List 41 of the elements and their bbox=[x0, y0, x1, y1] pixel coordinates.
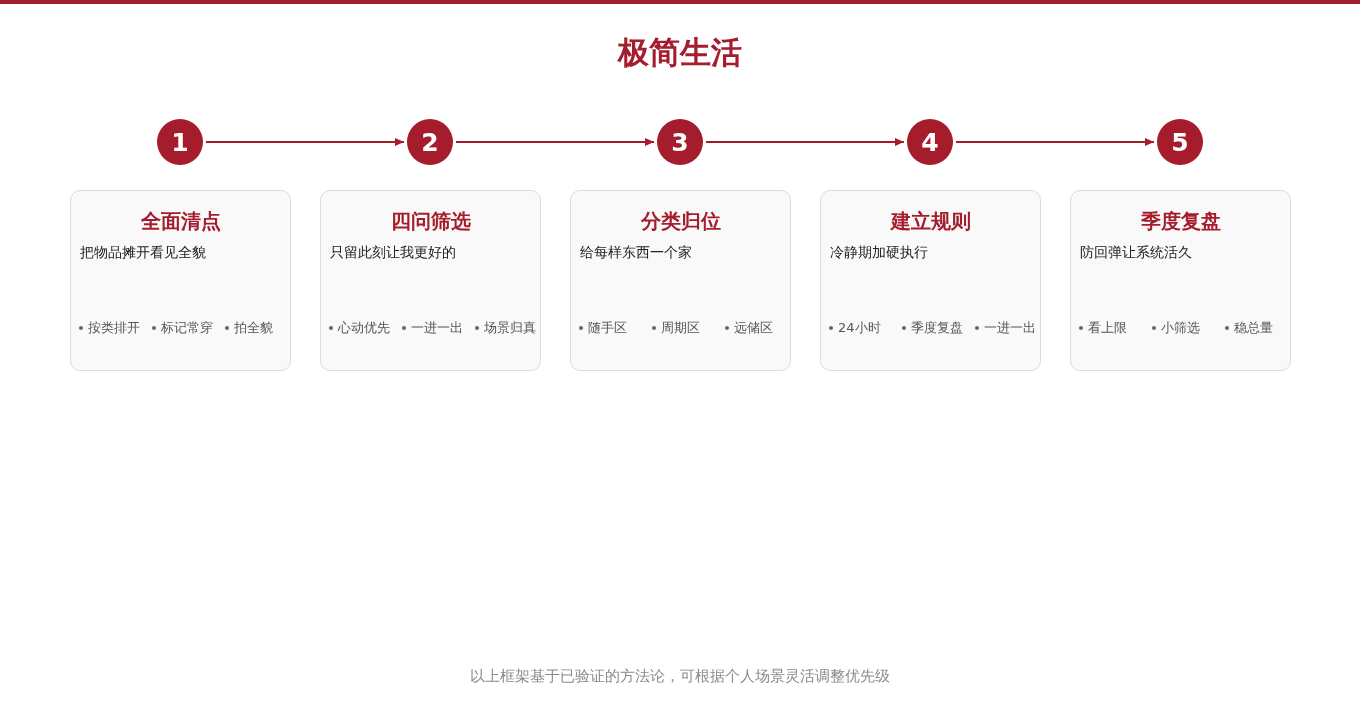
list-item-text: 标记常穿 bbox=[161, 319, 213, 337]
arrow bbox=[705, 138, 905, 146]
step-number-circle: 3 bbox=[657, 119, 703, 165]
list-item-text: 稳总量 bbox=[1234, 319, 1273, 337]
card-subtitle: 给每样东西一个家 bbox=[580, 243, 692, 262]
caption: 以上框架基于已验证的方法论，可根据个人场景灵活调整优先级 bbox=[470, 666, 890, 687]
step-card bbox=[1070, 190, 1291, 371]
arrow bbox=[955, 138, 1155, 146]
card-subtitle: 冷静期加硬执行 bbox=[830, 243, 928, 262]
card-heading: 建立规则 bbox=[890, 208, 971, 235]
card-heading: 分类归位 bbox=[640, 208, 721, 235]
step-card bbox=[820, 190, 1041, 371]
list-item-text: 远储区 bbox=[734, 319, 773, 337]
diagram-title: 极简生活 bbox=[618, 33, 742, 72]
list-item-text: 看上限 bbox=[1088, 319, 1127, 337]
list-item-text: 拍全貌 bbox=[234, 319, 273, 337]
list-item-text: 心动优先 bbox=[338, 319, 390, 337]
card-subtitle: 防回弹让系统活久 bbox=[1080, 243, 1192, 262]
step-number-circle: 5 bbox=[1157, 119, 1203, 165]
card-heading: 全面清点 bbox=[140, 208, 221, 235]
arrow bbox=[205, 138, 405, 146]
card-subtitle: 把物品摊开看见全貌 bbox=[80, 243, 206, 262]
list-item-text: 一进一出 bbox=[411, 319, 463, 337]
step-number-circle: 2 bbox=[407, 119, 453, 165]
card-heading: 季度复盘 bbox=[1140, 208, 1221, 235]
list-item-text: 一进一出 bbox=[984, 319, 1036, 337]
list-item-text: 24小时 bbox=[838, 319, 881, 337]
step-number-circle: 1 bbox=[157, 119, 203, 165]
list-item-text: 小筛选 bbox=[1161, 319, 1200, 337]
card-heading: 四问筛选 bbox=[390, 208, 471, 235]
step-number-circle: 4 bbox=[907, 119, 953, 165]
list-item-text: 场景归真 bbox=[484, 319, 536, 337]
list-item-text: 随手区 bbox=[588, 319, 627, 337]
card-subtitle: 只留此刻让我更好的 bbox=[330, 243, 456, 262]
step-card bbox=[570, 190, 791, 371]
step-card bbox=[320, 190, 541, 371]
list-item-text: 季度复盘 bbox=[911, 319, 963, 337]
list-item-text: 按类排开 bbox=[88, 319, 140, 337]
arrow bbox=[455, 138, 655, 146]
step-card bbox=[70, 190, 291, 371]
list-item-text: 周期区 bbox=[661, 319, 700, 337]
